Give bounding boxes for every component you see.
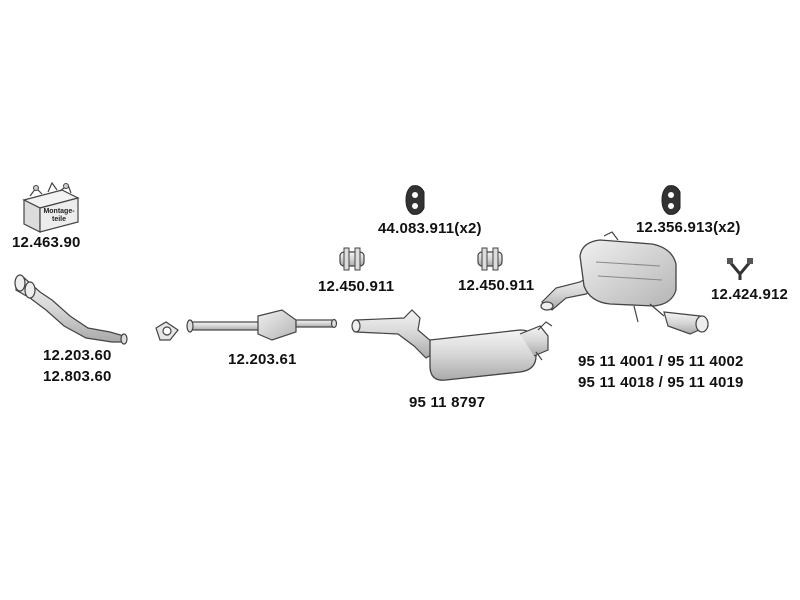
- mounting-kit-box-text-line1: Montage-: [43, 208, 75, 215]
- rear-silencer-icon: [540, 231, 709, 335]
- middle-silencer-icon: [351, 309, 553, 381]
- mounting-kit-box-text: Montage- teile: [42, 208, 76, 224]
- flange-gasket-icon: [155, 321, 179, 341]
- front-pipe-label-line2: 12.803.60: [43, 368, 112, 385]
- mounting-kit-box-icon: [22, 181, 80, 233]
- rubber-hanger-rear-icon: [661, 185, 681, 215]
- rear-silencer-label-line2: 95 11 4018 / 95 11 4019: [578, 374, 744, 391]
- catalyst-pipe-icon: [186, 309, 338, 341]
- mounting-kit-label: 12.463.90: [12, 234, 81, 251]
- clamp-left-label: 12.450.911: [318, 278, 395, 295]
- bracket-icon: [727, 258, 753, 280]
- rubber-hanger-middle-icon: [405, 185, 425, 215]
- hanger-middle-label: 44.083.911(x2): [378, 220, 482, 237]
- rear-silencer-label-line1: 95 11 4001 / 95 11 4002: [578, 353, 744, 370]
- clamp-left-icon: [339, 247, 365, 271]
- catalyst-pipe-label: 12.203.61: [228, 351, 297, 368]
- clamp-right-label: 12.450.911: [458, 277, 535, 294]
- front-pipe-icon: [14, 274, 128, 345]
- clamp-right-icon: [477, 247, 503, 271]
- front-pipe-label-line1: 12.203.60: [43, 347, 112, 364]
- bracket-label: 12.424.912: [711, 286, 789, 303]
- mounting-kit-box-text-line2: teile: [51, 216, 66, 223]
- hanger-rear-label: 12.356.913(x2): [636, 219, 741, 236]
- middle-silencer-label: 95 11 8797: [409, 394, 486, 411]
